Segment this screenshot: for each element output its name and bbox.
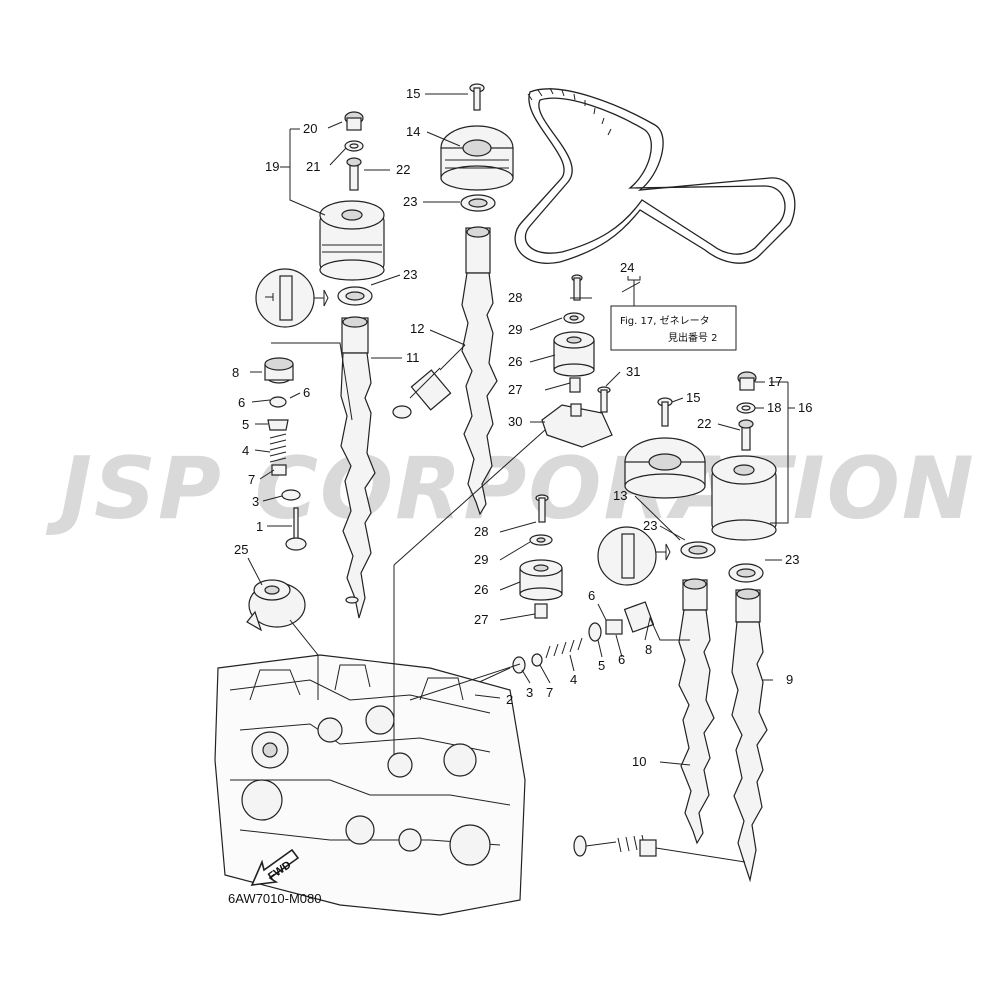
right-camshaft-10 — [678, 578, 715, 845]
callout-27: 27 — [474, 612, 488, 627]
figure-reference-box: Fig. 17, ゼネレータ 見出番号 2 — [610, 276, 737, 351]
callout-25: 25 — [234, 542, 248, 557]
middle-camshaft — [461, 226, 498, 516]
left-valve-assembly — [264, 357, 307, 551]
oil-seal-detail-inset — [255, 268, 329, 328]
callout-10: 10 — [632, 754, 646, 769]
callout-23: 23 — [403, 194, 417, 209]
callout-4: 4 — [242, 443, 249, 458]
callout-15: 15 — [406, 86, 420, 101]
callout-23: 23 — [403, 267, 417, 282]
upper-idler-mount — [541, 274, 613, 448]
callout-4: 4 — [570, 672, 577, 687]
middle-valve-piece — [392, 367, 452, 419]
timing-belt — [514, 87, 796, 264]
callout-6: 6 — [588, 588, 595, 603]
oil-seal-detail-inset-right — [597, 526, 671, 586]
lower-idler-mount — [519, 494, 563, 619]
callout-23: 23 — [643, 518, 657, 533]
callout-18: 18 — [767, 400, 781, 415]
callout-22: 22 — [396, 162, 410, 177]
leader-lines — [247, 93, 795, 863]
callout-5: 5 — [598, 658, 605, 673]
callout-3: 3 — [252, 494, 259, 509]
callout-26: 26 — [474, 582, 488, 597]
callout-24: 24 — [620, 260, 634, 275]
callout-12: 12 — [410, 321, 424, 336]
figure-reference-line2: 見出番号 2 — [668, 331, 718, 344]
watermark: JSP CORPORATION — [45, 439, 976, 539]
callout-28: 28 — [474, 524, 488, 539]
callout-31: 31 — [626, 364, 640, 379]
callout-19: 19 — [265, 159, 279, 174]
callout-7: 7 — [546, 685, 553, 700]
callout-13: 13 — [613, 488, 627, 503]
callout-16: 16 — [798, 400, 812, 415]
callout-20: 20 — [303, 121, 317, 136]
callout-labels: 15 14 20 19 21 22 23 23 12 11 8 6 6 5 4 … — [232, 86, 812, 769]
callout-1: 1 — [256, 519, 263, 534]
callout-9: 9 — [786, 672, 793, 687]
callout-21: 21 — [306, 159, 320, 174]
right-valve-piece — [573, 601, 657, 857]
callout-17: 17 — [768, 374, 782, 389]
middle-cam-sprocket — [440, 83, 514, 212]
callout-26: 26 — [508, 354, 522, 369]
right-cam-sprocket — [624, 397, 716, 559]
callout-11: 11 — [406, 350, 420, 365]
callout-30: 30 — [508, 414, 522, 429]
callout-8: 8 — [232, 365, 239, 380]
callout-6: 6 — [618, 652, 625, 667]
right-camshaft-9 — [731, 588, 768, 883]
figure-reference-line1: Fig. 17, ゼネレータ — [620, 315, 710, 327]
callout-27: 27 — [508, 382, 522, 397]
tensioner-25 — [246, 579, 306, 632]
callout-29: 29 — [474, 552, 488, 567]
right-vvt-sprocket — [711, 371, 777, 583]
callout-22: 22 — [697, 416, 711, 431]
left-cam-sprocket — [319, 111, 385, 306]
callout-3: 3 — [526, 685, 533, 700]
callout-6: 6 — [238, 395, 245, 410]
left-camshaft — [340, 316, 376, 619]
callout-6: 6 — [303, 385, 310, 400]
callout-7: 7 — [248, 472, 255, 487]
callout-2: 2 — [506, 692, 513, 707]
callout-29: 29 — [508, 322, 522, 337]
callout-15: 15 — [686, 390, 700, 405]
callout-23: 23 — [785, 552, 799, 567]
callout-5: 5 — [242, 417, 249, 432]
drawing-code: 6AW7010-M080 — [228, 891, 321, 906]
callout-14: 14 — [406, 124, 420, 139]
callout-28: 28 — [508, 290, 522, 305]
callout-8: 8 — [645, 642, 652, 657]
